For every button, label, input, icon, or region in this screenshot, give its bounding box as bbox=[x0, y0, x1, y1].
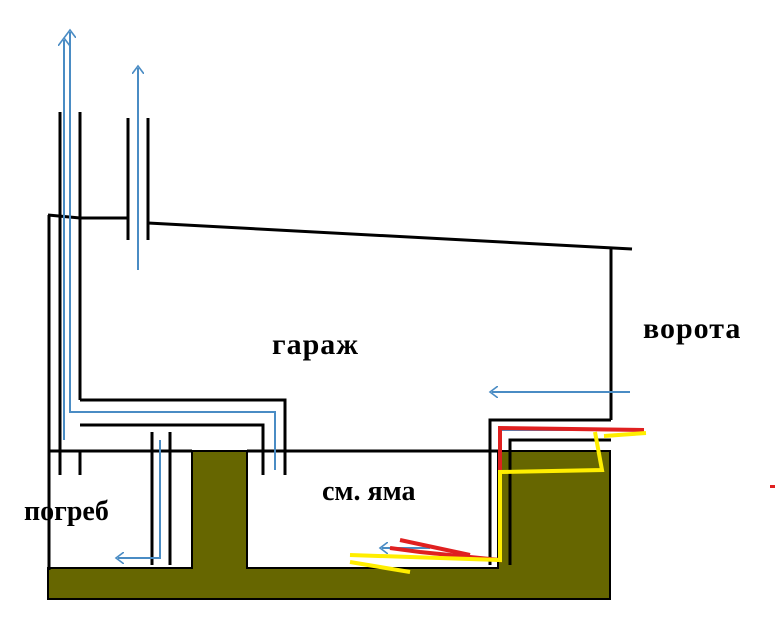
inlet-pipe-outer bbox=[488, 418, 611, 565]
cellar-airflow bbox=[118, 440, 161, 558]
red-dot-mark bbox=[770, 485, 775, 488]
yellow-pipe-stroke-3 bbox=[603, 431, 647, 438]
exhaust-duct-bottom bbox=[80, 423, 265, 475]
inlet-pipe-inner bbox=[508, 438, 611, 565]
cellar-label: погреб bbox=[24, 496, 109, 527]
exhaust-duct-top bbox=[80, 398, 287, 475]
ground-fill bbox=[47, 450, 611, 600]
gate-label: ворота bbox=[643, 312, 742, 345]
yellow-pipe-stroke-2 bbox=[349, 560, 411, 574]
inspection-pit-label: см. яма bbox=[322, 476, 416, 507]
exhaust-airflow-line bbox=[70, 32, 276, 470]
garage-roof-slope bbox=[147, 221, 633, 251]
red-pipe-stroke-2 bbox=[399, 538, 471, 557]
garage-label: гараж bbox=[272, 328, 360, 361]
yellow-pipe-path bbox=[349, 431, 605, 563]
